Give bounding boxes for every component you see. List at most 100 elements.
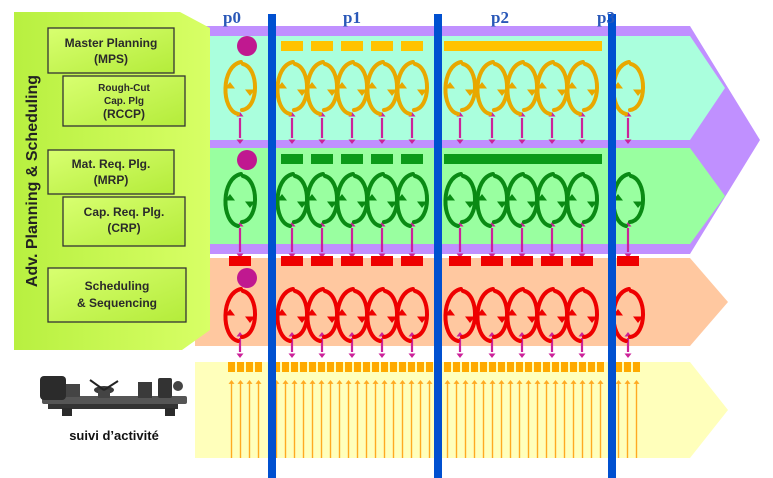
track-block-29 (498, 362, 505, 372)
cycle-mps-0-head-up (225, 82, 235, 89)
link-c-1-down (288, 353, 296, 358)
track-block-25 (462, 362, 469, 372)
cycle-mrp-2-head-up (307, 194, 317, 201)
cycle-mps-10-head-up (567, 82, 577, 89)
module-crp-line1: Cap. Req. Plg. (84, 205, 165, 219)
cycle-mrp-4-head-up (367, 194, 377, 201)
track-block-20 (417, 362, 424, 372)
track-block-33 (534, 362, 541, 372)
tracking-label: suivi d’activité (69, 428, 159, 443)
track-block-15 (372, 362, 379, 372)
cycle-mrp-5-right (412, 174, 429, 224)
track-arrow-41-head (615, 380, 622, 384)
cycle-mps-4-head-up (367, 82, 377, 89)
link-a-4-down (378, 139, 386, 144)
track-block-43 (633, 362, 640, 372)
track-arrow-2-head (246, 380, 253, 384)
period-label-p3: p3 (597, 8, 615, 27)
bar-sched-4 (371, 256, 393, 266)
link-a-2-down (318, 139, 326, 144)
link-a-11-down (624, 139, 632, 144)
bar-mps-3 (371, 41, 393, 51)
track-arrow-24-head (453, 380, 460, 384)
track-arrow-14-head (363, 380, 370, 384)
bar-sched-1 (281, 256, 303, 266)
bar-sched-8 (511, 256, 533, 266)
cycle-mps-6-right (460, 62, 477, 112)
link-c-5-down (408, 353, 416, 358)
cycle-sched-0-head-up (225, 309, 235, 316)
cycle-mrp-1-head-down (297, 201, 307, 208)
track-arrow-29-head (498, 380, 505, 384)
link-c-2-down (318, 353, 326, 358)
cycle-sched-9-head-down (557, 316, 567, 323)
cycle-mps-10-right (582, 62, 599, 112)
bar-sched-6 (449, 256, 471, 266)
cycle-sched-6-head-up (445, 309, 455, 316)
divider-0 (268, 14, 276, 478)
track-arrow-21-head (426, 380, 433, 384)
divider-2 (608, 14, 616, 478)
track-arrow-38-head (579, 380, 586, 384)
track-arrow-42-head (624, 380, 631, 384)
track-arrow-10-head (327, 380, 334, 384)
cycle-mrp-5-head-up (397, 194, 407, 201)
period-label-p2: p2 (491, 8, 509, 27)
track-block-5 (282, 362, 289, 372)
track-arrow-39-head (588, 380, 595, 384)
track-arrow-1-head (237, 380, 244, 384)
cycle-sched-11-right (628, 289, 645, 339)
cycle-mps-3-head-down (357, 89, 367, 96)
track-block-14 (363, 362, 370, 372)
module-crp: Cap. Req. Plg. (CRP) (62, 196, 186, 247)
cycle-mps-3-head-up (337, 82, 347, 89)
cycle-sched-4-head-down (387, 316, 397, 323)
link-c-4-down (378, 353, 386, 358)
module-rccp-line1: Rough-Cut (98, 83, 150, 94)
period-dividers (268, 14, 616, 478)
bar-sched-9 (541, 256, 563, 266)
link-b-2-down (318, 253, 326, 258)
module-mrp-line2: (MRP) (94, 173, 129, 187)
start-node-1 (237, 150, 257, 170)
track-arrow-0-head (228, 380, 235, 384)
track-arrow-33-head (534, 380, 541, 384)
cycle-sched-11-head-down (633, 316, 643, 323)
cycle-mrp-4-head-down (387, 201, 397, 208)
track-block-24 (453, 362, 460, 372)
cycle-mrp-8-head-down (527, 201, 537, 208)
cycle-sched-10-head-down (587, 316, 597, 323)
track-block-27 (480, 362, 487, 372)
cycle-mps-11-right (628, 62, 645, 112)
track-block-37 (570, 362, 577, 372)
bar-mrp-0 (281, 154, 303, 164)
bar-sched-10 (571, 256, 593, 266)
bar-sched-5 (401, 256, 423, 266)
cycle-mrp-1-head-up (277, 194, 287, 201)
link-arrows (236, 112, 632, 358)
lathe-icon (40, 376, 187, 416)
track-block-4 (273, 362, 280, 372)
track-arrow-40-head (597, 380, 604, 384)
track-block-26 (471, 362, 478, 372)
module-rccp: Rough-Cut Cap. Plg (RCCP) (62, 75, 186, 127)
lane-tracking (195, 362, 728, 458)
cycle-mps-2-head-down (327, 89, 337, 96)
cycle-sched-2-head-down (327, 316, 337, 323)
module-sched-line1: Scheduling (85, 279, 150, 293)
bar-mps-long (444, 41, 602, 51)
track-arrow-9-head (318, 380, 325, 384)
track-arrow-32-head (525, 380, 532, 384)
track-arrow-12-head (345, 380, 352, 384)
track-arrow-19-head (408, 380, 415, 384)
link-b-3-down (348, 253, 356, 258)
track-arrow-43-head (633, 380, 640, 384)
divider-1 (434, 14, 442, 478)
cycle-sched-9-head-up (537, 309, 547, 316)
module-mps-line2: (MPS) (94, 52, 128, 66)
module-rccp-line2: Cap. Plg (104, 96, 144, 107)
cycle-sched-8-head-up (507, 309, 517, 316)
track-arrow-36-head (561, 380, 568, 384)
track-arrow-28-head (489, 380, 496, 384)
